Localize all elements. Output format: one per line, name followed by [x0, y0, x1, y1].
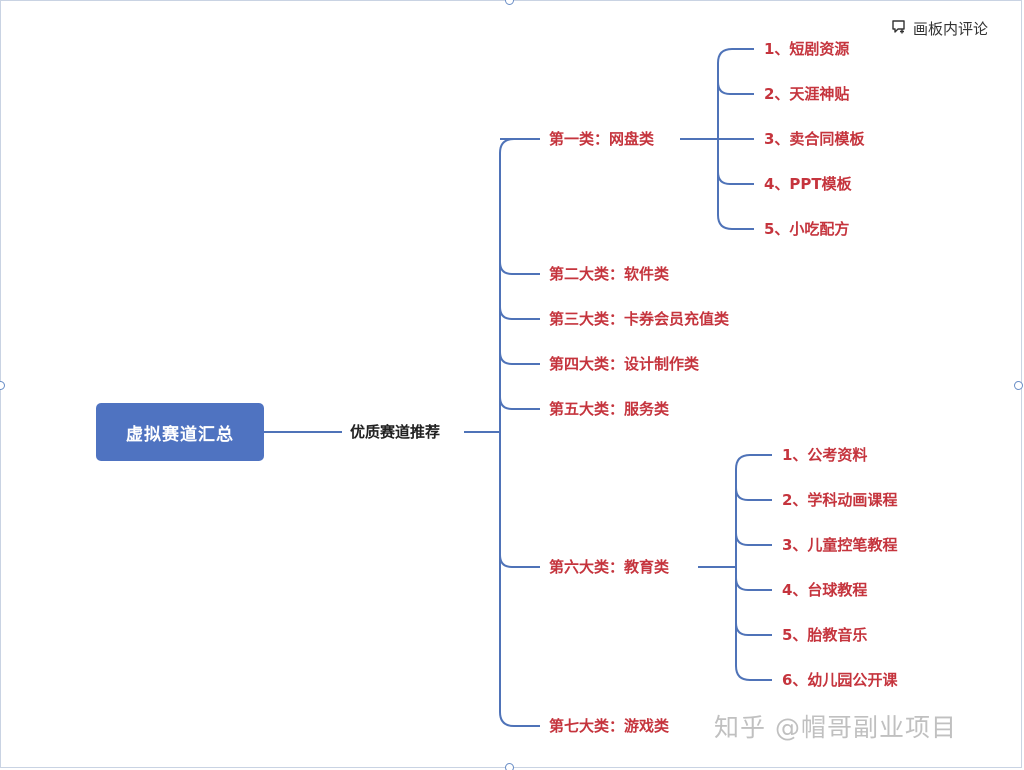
leaf-label: 2、学科动画课程 — [782, 491, 898, 509]
board-comment-button[interactable]: 画板内评论 — [891, 18, 988, 39]
leaf-node-cat6-2[interactable]: 2、学科动画课程 — [782, 490, 897, 510]
category-label: 第三大类：卡券会员充值类 — [549, 310, 730, 328]
connector-cat1-leaf-4 — [717, 171, 754, 185]
connector-cat6-trunk — [735, 454, 751, 681]
category-node-5[interactable]: 第五大类：服务类 — [549, 399, 669, 419]
category-node-3[interactable]: 第三大类：卡券会员充值类 — [549, 309, 729, 329]
root-node[interactable]: 虚拟赛道汇总 — [96, 403, 264, 461]
connector-cat-2 — [499, 261, 540, 275]
watermark: 知乎 @帽哥副业项目 — [714, 713, 957, 742]
leaf-label: 4、PPT模板 — [764, 175, 852, 193]
leaf-node-cat6-5[interactable]: 5、胎教音乐 — [782, 625, 867, 645]
connector-cat6-leaf-5 — [735, 622, 772, 636]
connector-cat-5 — [499, 396, 540, 410]
category-label: 第一类：网盘类 — [549, 130, 655, 148]
leaf-label: 6、幼儿园公开课 — [782, 671, 898, 689]
category-node-1[interactable]: 第一类：网盘类 — [549, 129, 654, 149]
category-label: 第二大类：软件类 — [549, 265, 670, 283]
category-node-7[interactable]: 第七大类：游戏类 — [549, 716, 669, 736]
category-node-4[interactable]: 第四大类：设计制作类 — [549, 354, 699, 374]
connector-cat6-leaf-3 — [735, 532, 772, 546]
leaf-node-cat1-5[interactable]: 5、小吃配方 — [764, 219, 849, 239]
resize-handle-top[interactable] — [505, 0, 514, 5]
category-node-6[interactable]: 第六大类：教育类 — [549, 557, 669, 577]
leaf-label: 2、天涯神贴 — [764, 85, 850, 103]
category-label: 第六大类：教育类 — [549, 558, 670, 576]
leaf-label: 3、儿童控笔教程 — [782, 536, 898, 554]
connector-cat-6 — [499, 554, 540, 568]
category-label: 第四大类：设计制作类 — [549, 355, 700, 373]
connector-cat6-leaf-4 — [735, 577, 772, 591]
leaf-node-cat6-1[interactable]: 1、公考资料 — [782, 445, 867, 465]
category-node-2[interactable]: 第二大类：软件类 — [549, 264, 669, 284]
leaf-node-cat6-6[interactable]: 6、幼儿园公开课 — [782, 670, 897, 690]
category-label: 第五大类：服务类 — [549, 400, 670, 418]
leaf-node-cat1-4[interactable]: 4、PPT模板 — [764, 174, 852, 194]
leaf-label: 5、胎教音乐 — [782, 626, 868, 644]
resize-handle-left[interactable] — [0, 381, 5, 390]
leaf-label: 3、卖合同模板 — [764, 130, 865, 148]
leaf-node-cat6-3[interactable]: 3、儿童控笔教程 — [782, 535, 897, 555]
root-node-label: 虚拟赛道汇总 — [126, 424, 234, 445]
connector-cat1-leaf-2 — [717, 81, 754, 95]
hub-node-label: 优质赛道推荐 — [350, 423, 441, 441]
comment-add-icon — [891, 19, 907, 38]
connector-cat-3 — [499, 306, 540, 320]
resize-handle-right[interactable] — [1014, 381, 1023, 390]
leaf-node-cat1-3[interactable]: 3、卖合同模板 — [764, 129, 864, 149]
leaf-node-cat1-2[interactable]: 2、天涯神贴 — [764, 84, 849, 104]
leaf-label: 1、短剧资源 — [764, 40, 850, 58]
connector-cat6-leaf-2 — [735, 487, 772, 501]
category-label: 第七大类：游戏类 — [549, 717, 670, 735]
leaf-label: 5、小吃配方 — [764, 220, 850, 238]
hub-node[interactable]: 优质赛道推荐 — [350, 422, 440, 442]
leaf-node-cat6-4[interactable]: 4、台球教程 — [782, 580, 867, 600]
resize-handle-bottom[interactable] — [505, 763, 514, 770]
leaf-node-cat1-1[interactable]: 1、短剧资源 — [764, 39, 849, 59]
connector-trunk — [499, 138, 515, 727]
leaf-label: 4、台球教程 — [782, 581, 868, 599]
leaf-label: 1、公考资料 — [782, 446, 868, 464]
board-comment-label: 画板内评论 — [913, 20, 989, 38]
connector-cat-4 — [499, 351, 540, 365]
